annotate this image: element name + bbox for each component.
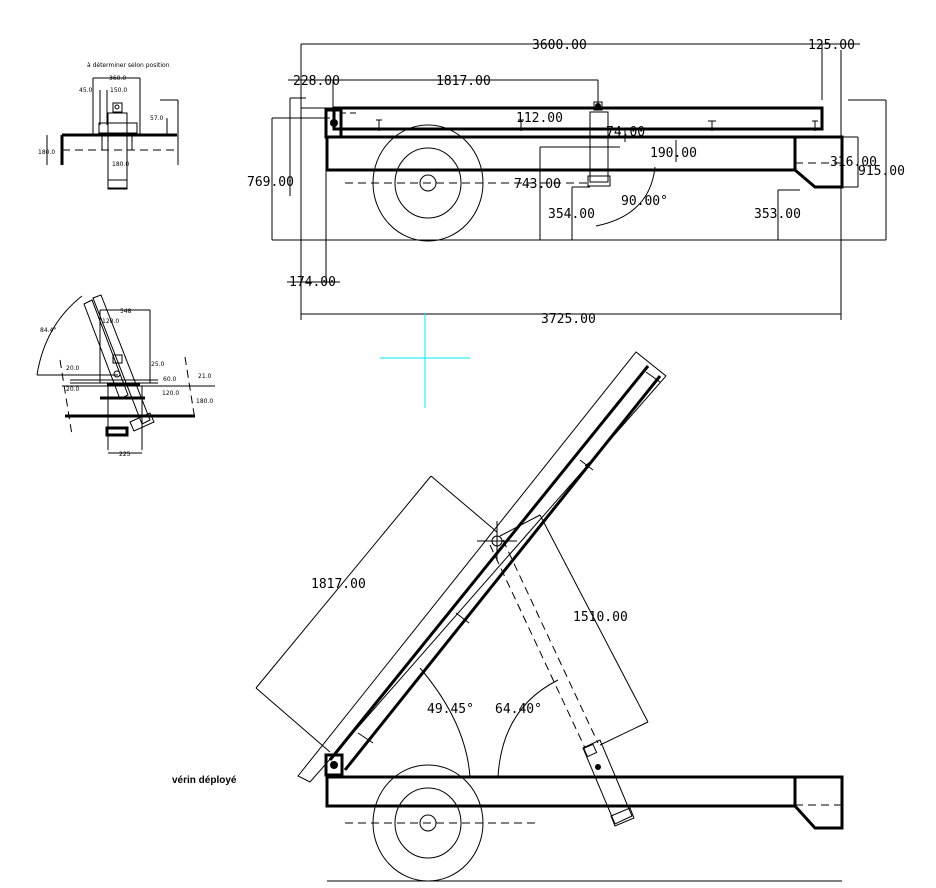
dim-180: 180.0 — [196, 398, 213, 405]
dim-1817-deployed: 1817.00 — [311, 577, 366, 592]
dim-angle-49-45: 49.45° — [427, 702, 474, 717]
rim — [394, 787, 462, 859]
dim-21: 21.0 — [198, 373, 212, 380]
cross-member — [584, 461, 591, 467]
hydraulic-cylinder-retracted — [587, 101, 611, 187]
label-verin-deploye: vérin déployé — [172, 775, 237, 786]
dim-line-1817-deployed — [255, 475, 432, 689]
dim-150: 150.0 — [110, 87, 127, 94]
dim-225: 225 — [119, 451, 131, 458]
dim-120-right: 120.0 — [162, 390, 179, 397]
dim-45: 45.0 — [79, 87, 93, 94]
chassis-frame-deployed — [325, 775, 844, 830]
pivot-bracket-deployed — [324, 753, 344, 777]
dim-57: 57.0 — [150, 115, 164, 122]
extension-line — [430, 475, 498, 533]
dim-125: 125.00 — [808, 38, 855, 53]
cylinder-pin — [595, 103, 601, 109]
dim-line-1510 — [539, 514, 649, 723]
detail-cross-section-b: 84.4° 548 120.0 20.0 20.0 25.0 60.0 21.0… — [36, 294, 215, 458]
dim-angle-64-40: 64.40° — [495, 702, 542, 717]
pivot-pin-deployed — [330, 761, 338, 769]
dim-120: 120.0 — [102, 318, 119, 325]
angle-arc-84 — [36, 295, 83, 376]
extension-line — [599, 721, 649, 746]
cylinder-body — [582, 739, 633, 825]
angle-arc-49 — [419, 667, 471, 778]
cylinder-clevis — [583, 743, 598, 758]
cylinder-clevis — [593, 101, 603, 111]
dim-354: 354.00 — [548, 207, 595, 222]
dim-20-bottom: 20.0 — [66, 386, 80, 393]
pivot-pin — [330, 119, 338, 127]
cylinder-base — [610, 807, 635, 827]
dim-353: 353.00 — [754, 207, 801, 222]
extension-line — [499, 514, 541, 537]
cross-member — [357, 732, 374, 744]
dim-228: 228.00 — [293, 74, 340, 89]
cylinder-body — [589, 111, 609, 183]
cylinder-rod-hidden — [489, 544, 586, 749]
dim-316: 316.00 — [830, 155, 877, 170]
cross-member — [455, 612, 470, 624]
cylinder-base — [107, 179, 128, 190]
side-elevation-retracted: 3600.00 125.00 228.00 1817.00 112.00 74.… — [247, 38, 905, 327]
cylinder-clevis — [112, 354, 123, 364]
cylinder-clevis — [112, 102, 123, 113]
chassis-frame — [325, 135, 844, 189]
dim-25: 25.0 — [151, 361, 165, 368]
wheel — [345, 124, 592, 242]
extension-line — [255, 687, 331, 753]
dim-3725: 3725.00 — [541, 312, 596, 327]
cylinder-pin — [595, 764, 601, 770]
dim-74: 74.00 — [606, 125, 645, 140]
hydraulic-cylinder-deployed — [477, 521, 635, 827]
cylinder-base — [105, 426, 129, 437]
dim-190: 190.00 — [650, 146, 697, 161]
dim-1510: 1510.00 — [573, 610, 628, 625]
tilted-bed-lower-rail — [343, 375, 662, 771]
rim — [394, 147, 462, 219]
dim-174: 174.00 — [289, 275, 336, 290]
bed-end — [645, 371, 661, 383]
cylinder-rod-hidden — [502, 539, 599, 744]
dim-1817: 1817.00 — [436, 74, 491, 89]
dim-112: 112.00 — [516, 111, 563, 126]
tilted-bed-upper-rail — [328, 365, 650, 761]
dim-84-4: 84.4° — [40, 327, 56, 334]
tilted-bed-outline — [297, 351, 667, 783]
hidden-line — [184, 356, 196, 421]
note-a-determiner: à déterminer selon position — [87, 62, 170, 69]
tilted-cylinder — [83, 299, 129, 400]
bed-cross-members — [376, 119, 818, 131]
detail-cross-section-a: à déterminer selon position 360.0 45.0 1… — [38, 62, 179, 190]
dim-743: 743.00 — [514, 177, 561, 192]
crosshair-cursor — [380, 313, 470, 408]
wheel-deployed — [345, 764, 540, 882]
dim-360: 360.0 — [109, 75, 126, 82]
dim-20-top: 20.0 — [66, 365, 80, 372]
cylinder-base — [587, 175, 611, 187]
dim-915: 915.00 — [858, 164, 905, 179]
angle-arc-90 — [595, 166, 656, 227]
tipper-bed — [332, 106, 824, 131]
dim-180-bottom: 180.0 — [112, 161, 129, 168]
tilted-cylinder-body — [92, 294, 151, 425]
dim-769: 769.00 — [247, 175, 294, 190]
mounting-plate — [98, 122, 138, 134]
dim-60: 60.0 — [163, 376, 177, 383]
dim-548: 548 — [120, 308, 132, 315]
dim-angle-90: 90.00° — [621, 194, 668, 209]
side-elevation-deployed: vérin déployé — [172, 351, 844, 882]
cylinder-pin — [114, 104, 120, 110]
angle-arc-64 — [497, 679, 559, 778]
dim-180-left: 180.0 — [38, 149, 55, 156]
cylinder-pin — [113, 370, 121, 378]
dim-3600: 3600.00 — [532, 38, 587, 53]
